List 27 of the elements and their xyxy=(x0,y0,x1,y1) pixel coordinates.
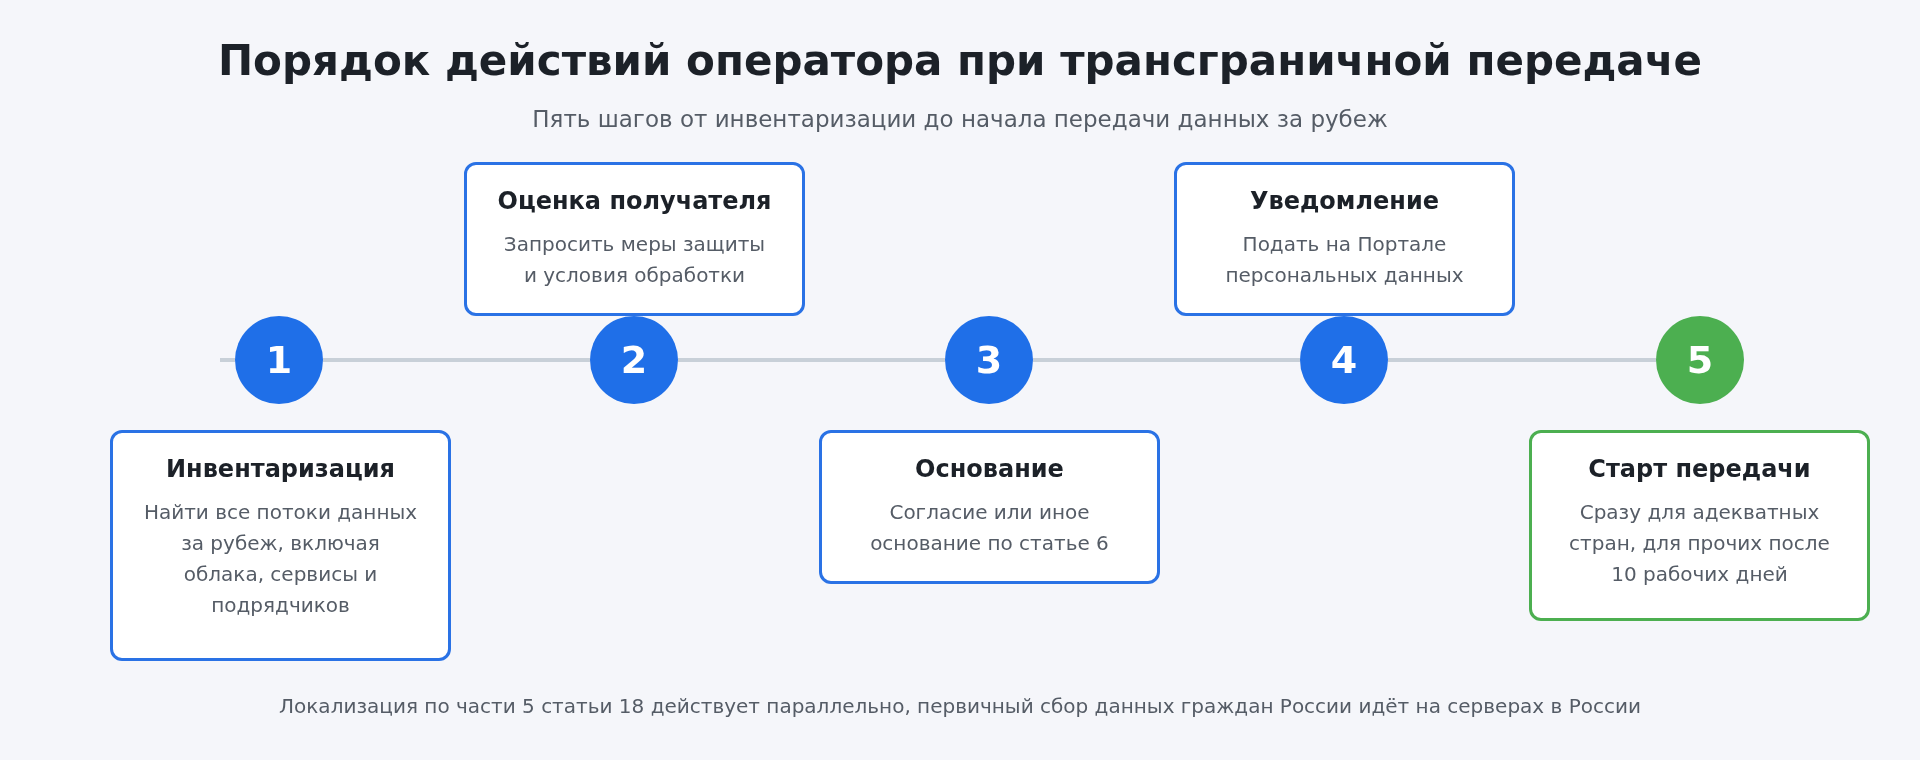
timeline-line xyxy=(1033,358,1300,362)
step-description: Согласие или иное основание по статье 6 xyxy=(870,500,1109,555)
timeline-line xyxy=(1388,358,1656,362)
step-number-circle: 2 xyxy=(590,316,678,404)
step-number-circle: 3 xyxy=(945,316,1033,404)
step-number-circle: 4 xyxy=(1300,316,1388,404)
step-heading: Старт передачи xyxy=(1588,455,1811,483)
step-description: Найти все потоки данных за рубеж, включая облака, сервисы и подрядчиков xyxy=(143,500,418,617)
step-heading: Основание xyxy=(915,455,1064,483)
step-card xyxy=(1529,430,1870,621)
step-number-circle: 5 xyxy=(1656,316,1744,404)
diagram-title: Порядок действий оператора при трансграничной передаче xyxy=(216,36,1704,85)
timeline-line xyxy=(678,358,945,362)
step-card xyxy=(464,162,805,316)
subtitle: Пять шагов от инвентаризации до начала передачи данных за рубеж xyxy=(531,106,1389,132)
step-heading: Уведомление xyxy=(1250,187,1439,215)
step-description: Подать на Портале персональных данных xyxy=(1225,232,1464,287)
footnote: Локализация по части 5 статьи 18 действует параллельно, первичный сбор данных граждан России идёт на серверах в России xyxy=(278,694,1642,718)
step-number-circle: 1 xyxy=(235,316,323,404)
step-description: Сразу для адекватных стран, для прочих после 10 рабочих дней xyxy=(1569,500,1830,586)
step-card xyxy=(110,430,451,661)
step-card xyxy=(1174,162,1515,316)
step-card xyxy=(819,430,1160,584)
step-heading: Инвентаризация xyxy=(166,455,395,483)
step-description: Запросить меры защиты и условия обработки xyxy=(503,232,766,287)
step-heading: Оценка получателя xyxy=(497,187,772,215)
timeline-line xyxy=(323,358,590,362)
